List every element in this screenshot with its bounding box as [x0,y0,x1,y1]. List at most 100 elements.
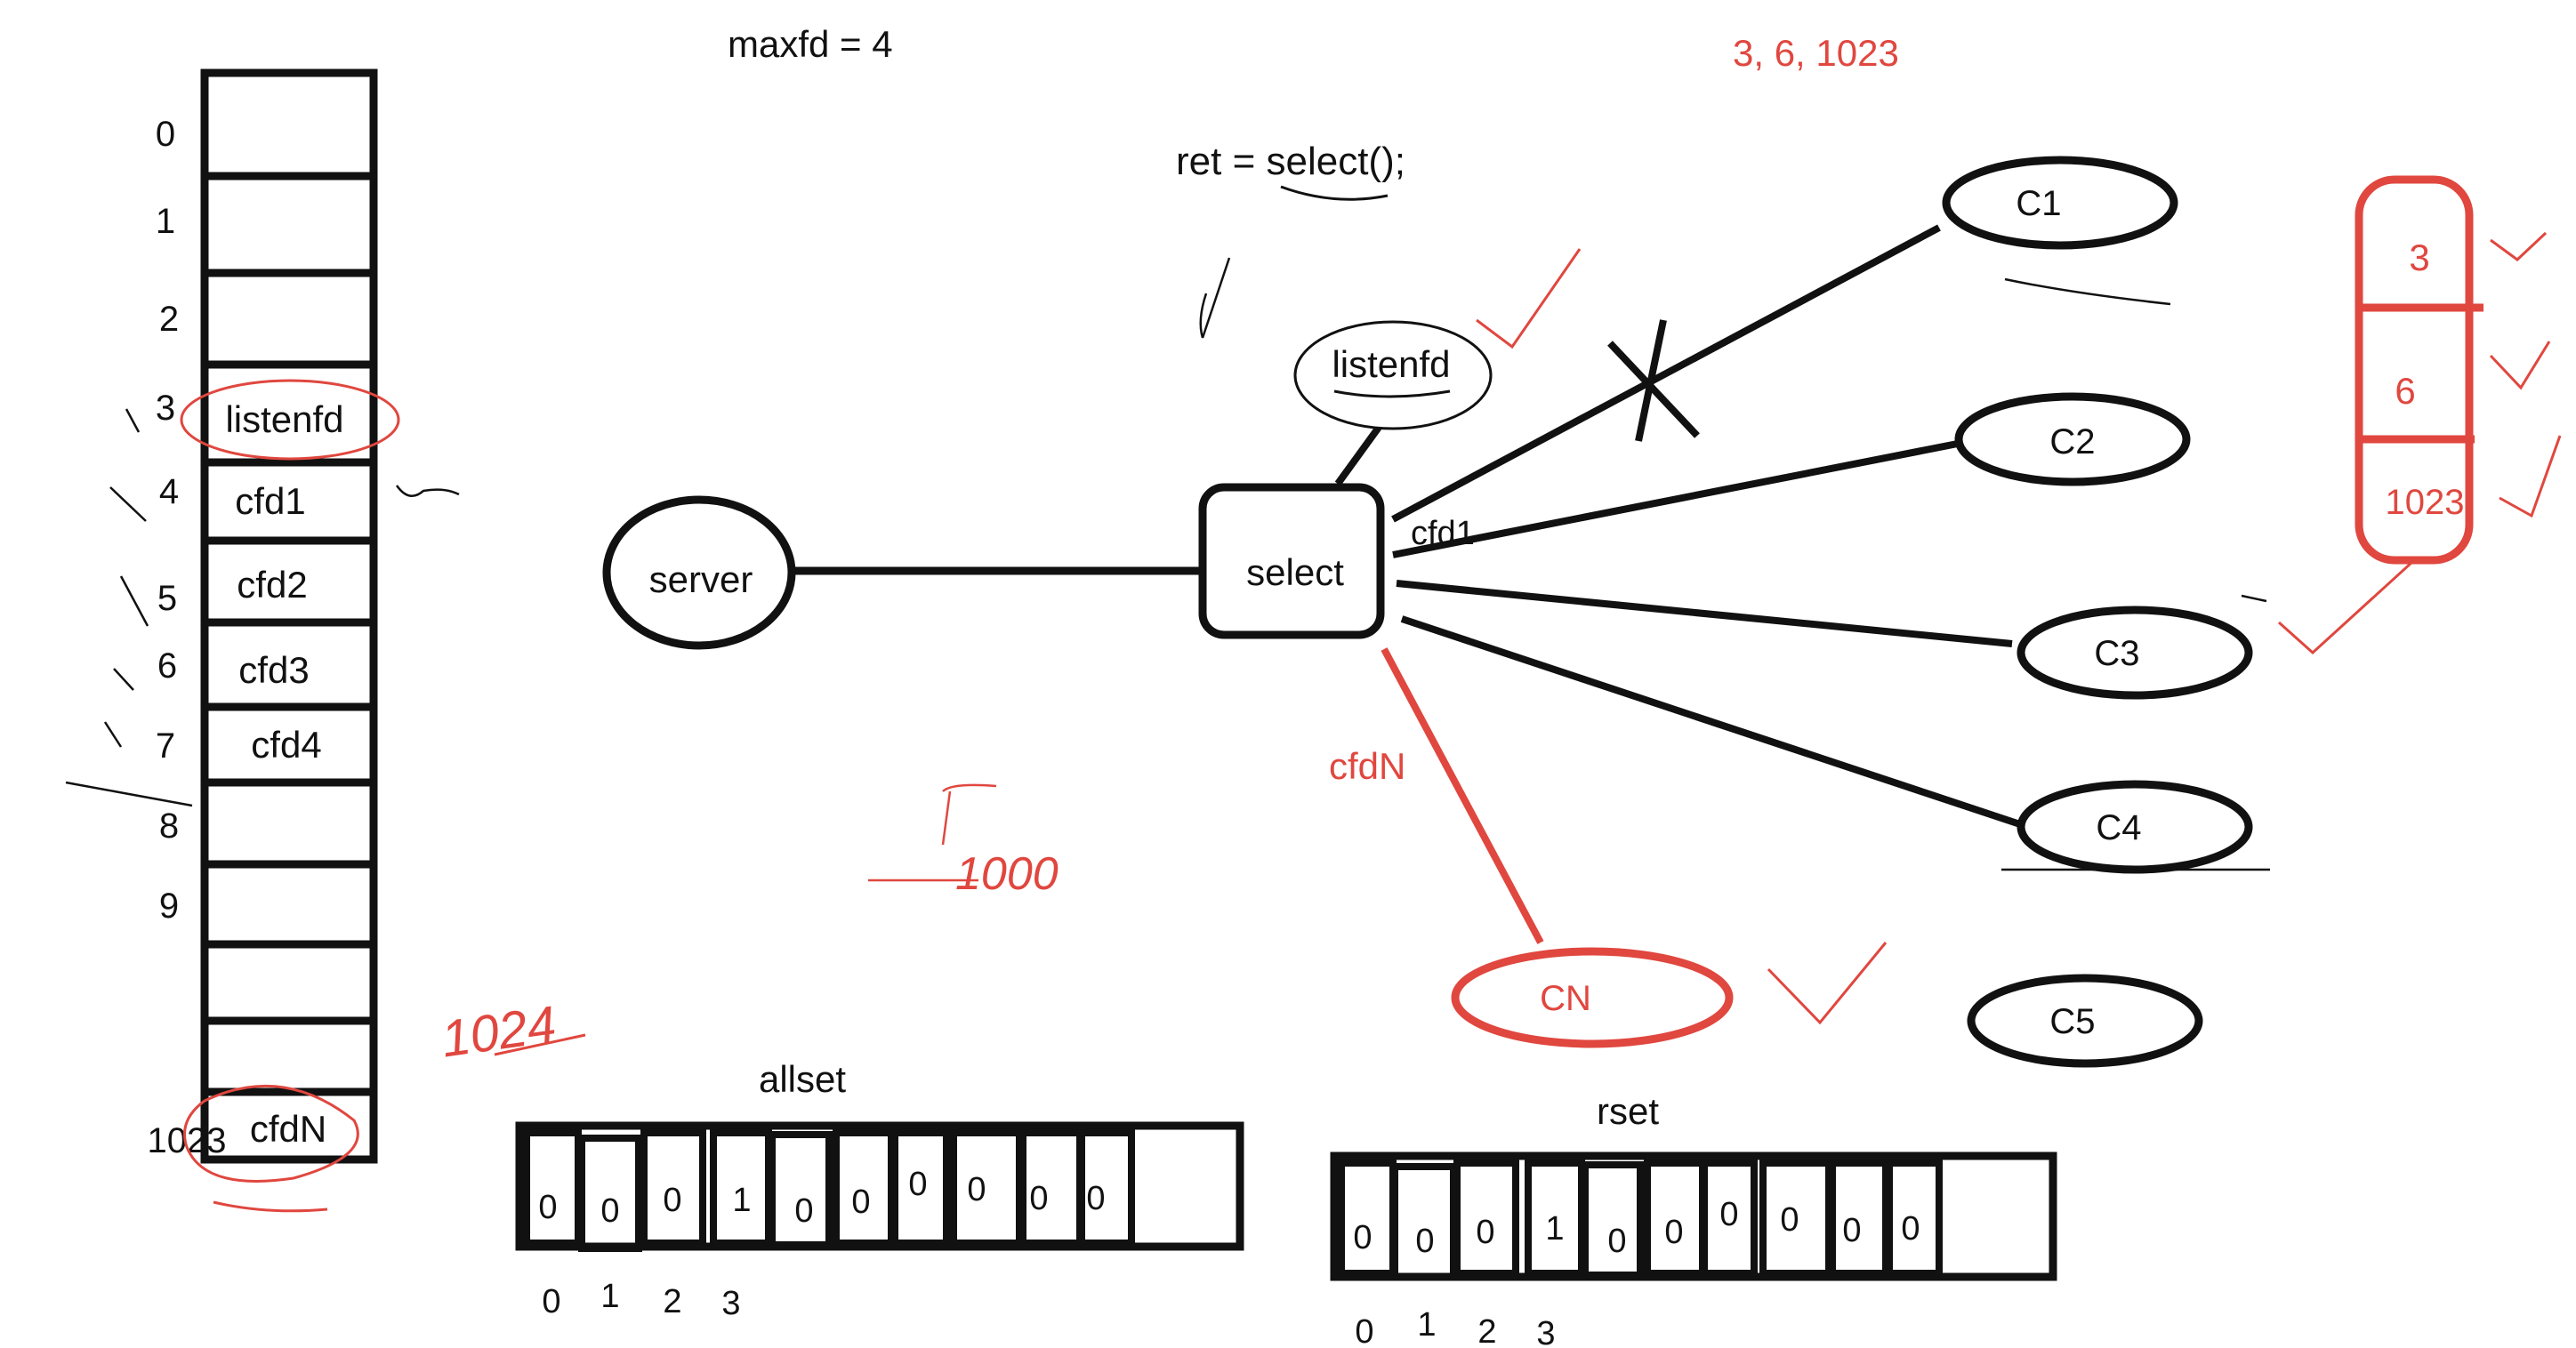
scribble-marks [1199,257,2267,603]
select-c4-link [1400,615,2030,830]
allset-bit-1: 0 [600,1192,619,1230]
select-c3-link [1396,580,2013,647]
rset-bit-0: 0 [1353,1219,1372,1256]
allset-bit-6: 0 [908,1166,927,1203]
ready-stack: 3 6 1023 [2355,175,2483,565]
rset-frame [1330,1151,2057,1281]
allset-bit-8: 0 [1029,1180,1048,1217]
rset-array: rset 0 0 0 1 0 0 0 0 0 0 0 1 2 3 [1330,1090,2057,1348]
maxfd-text: maxfd = 4 [728,23,893,65]
client-c5 [1967,974,2203,1068]
fd-table-dividers [205,172,374,1096]
fd-index-1023: 1023 [148,1121,227,1160]
listenfd-label: listenfd [1332,343,1450,385]
rset-bit-1: 0 [1415,1223,1434,1260]
check-marks [1476,231,2562,1025]
rset-index-1: 1 [1417,1306,1436,1344]
allset-index-2: 2 [663,1283,681,1320]
client-c3 [2017,606,2253,700]
cfd1-link-label: cfd1 [1411,515,1475,552]
rset-bit-9: 0 [1901,1210,1920,1248]
select-c2-link [1392,436,1981,558]
fd-index-9: 9 [159,887,179,926]
client-cn [1451,947,1734,1048]
rset-bit-6: 0 [1719,1196,1738,1233]
select-call-text: ret = select(); [1176,140,1405,183]
fd-index-3: 3 [156,389,175,428]
client-cn-label: CN [1540,979,1591,1018]
fd-table-frame [200,68,378,1164]
server-label: server [649,558,753,600]
fd-limit-note-stroke [494,1033,586,1056]
fd-cell-cfd1: cfd1 [235,480,305,522]
client-c2 [1954,392,2191,486]
c1-underline [2004,277,2171,306]
fd-index-8: 8 [159,806,179,846]
server-node [602,495,796,650]
allset-index-1: 1 [600,1278,619,1315]
fd-cell-cfd2: cfd2 [237,564,307,606]
allset-cells [523,1129,1135,1252]
fd-table: 0 1 2 3 4 5 6 7 8 9 1023 listenfd cfd1 c… [65,68,586,1213]
index-tick-marks [65,408,460,807]
client-c1 [1942,156,2178,250]
rset-index-0: 0 [1355,1313,1373,1348]
rset-index-2: 2 [1477,1313,1496,1348]
allset-bit-9: 0 [1086,1180,1105,1217]
rset-bit-5: 0 [1664,1214,1683,1251]
select-node [1198,483,1385,639]
ready-stack-value-2: 1023 [2386,483,2465,522]
rset-title: rset [1597,1090,1659,1132]
fd-index-7: 7 [156,726,175,766]
ready-stack-value-1: 6 [2395,370,2415,412]
cross-mark-1 [1607,341,1700,438]
rset-bit-7: 0 [1780,1201,1799,1239]
ready-stack-value-0: 3 [2409,237,2429,278]
client-c4-label: C4 [2096,808,2141,847]
red-underline [213,1200,328,1213]
fd-index-4: 4 [159,472,179,511]
fd-index-6: 6 [157,646,177,686]
fd-cell-listenfd: listenfd [225,398,343,440]
network-diagram: server select listenfd cfd1 cfdN C1 C2 C… [602,156,2562,1068]
cross-mark-2 [1635,319,1667,442]
select-label: select [1246,551,1344,593]
rset-bit-8: 0 [1842,1212,1861,1249]
underline-mark [1280,185,1389,201]
select-cn-link [1381,647,1544,944]
red-scribble [868,783,997,882]
client-c2-label: C2 [2049,422,2095,461]
rset-index-3: 3 [1536,1315,1555,1348]
allset-index-0: 0 [542,1283,560,1320]
ready-list-text: 3, 6, 1023 [1733,32,1899,74]
fd-index-1: 1 [156,202,175,241]
fd-cell-cfd4: cfd4 [251,724,321,766]
allset-bit-7: 0 [967,1171,986,1208]
listenfd-bubble [1293,320,1493,430]
ready-stack-frame [2355,175,2474,565]
fd-index-5: 5 [157,579,177,618]
rset-cells [1338,1159,1943,1280]
allset-bit-2: 0 [663,1182,681,1219]
cfdN-red-circle [183,1084,359,1183]
client-c5-label: C5 [2049,1002,2095,1041]
listenfd-underline [1333,389,1451,398]
allset-bit-0: 0 [538,1189,557,1226]
rset-bit-3: 1 [1545,1210,1564,1248]
client-c1-label: C1 [2016,184,2061,223]
fd-cell-cfdN: cfdN [250,1108,326,1150]
allset-bit-3: 1 [732,1182,751,1219]
allset-index-3: 3 [721,1285,740,1322]
client-c3-label: C3 [2094,634,2139,673]
fd-index-0: 0 [156,115,175,154]
select-c1-link [1391,224,1941,523]
rset-bit-4: 0 [1607,1223,1626,1260]
allset-bit-5: 0 [851,1184,870,1221]
fd-limit-note: 1024 [438,995,559,1068]
cfdN-link-label: cfdN [1329,745,1405,787]
allset-bit-4: 0 [794,1192,813,1230]
fd-cell-cfd3: cfd3 [238,649,309,691]
allset-title: allset [759,1058,846,1100]
scribble-text: 1000 [955,848,1059,900]
